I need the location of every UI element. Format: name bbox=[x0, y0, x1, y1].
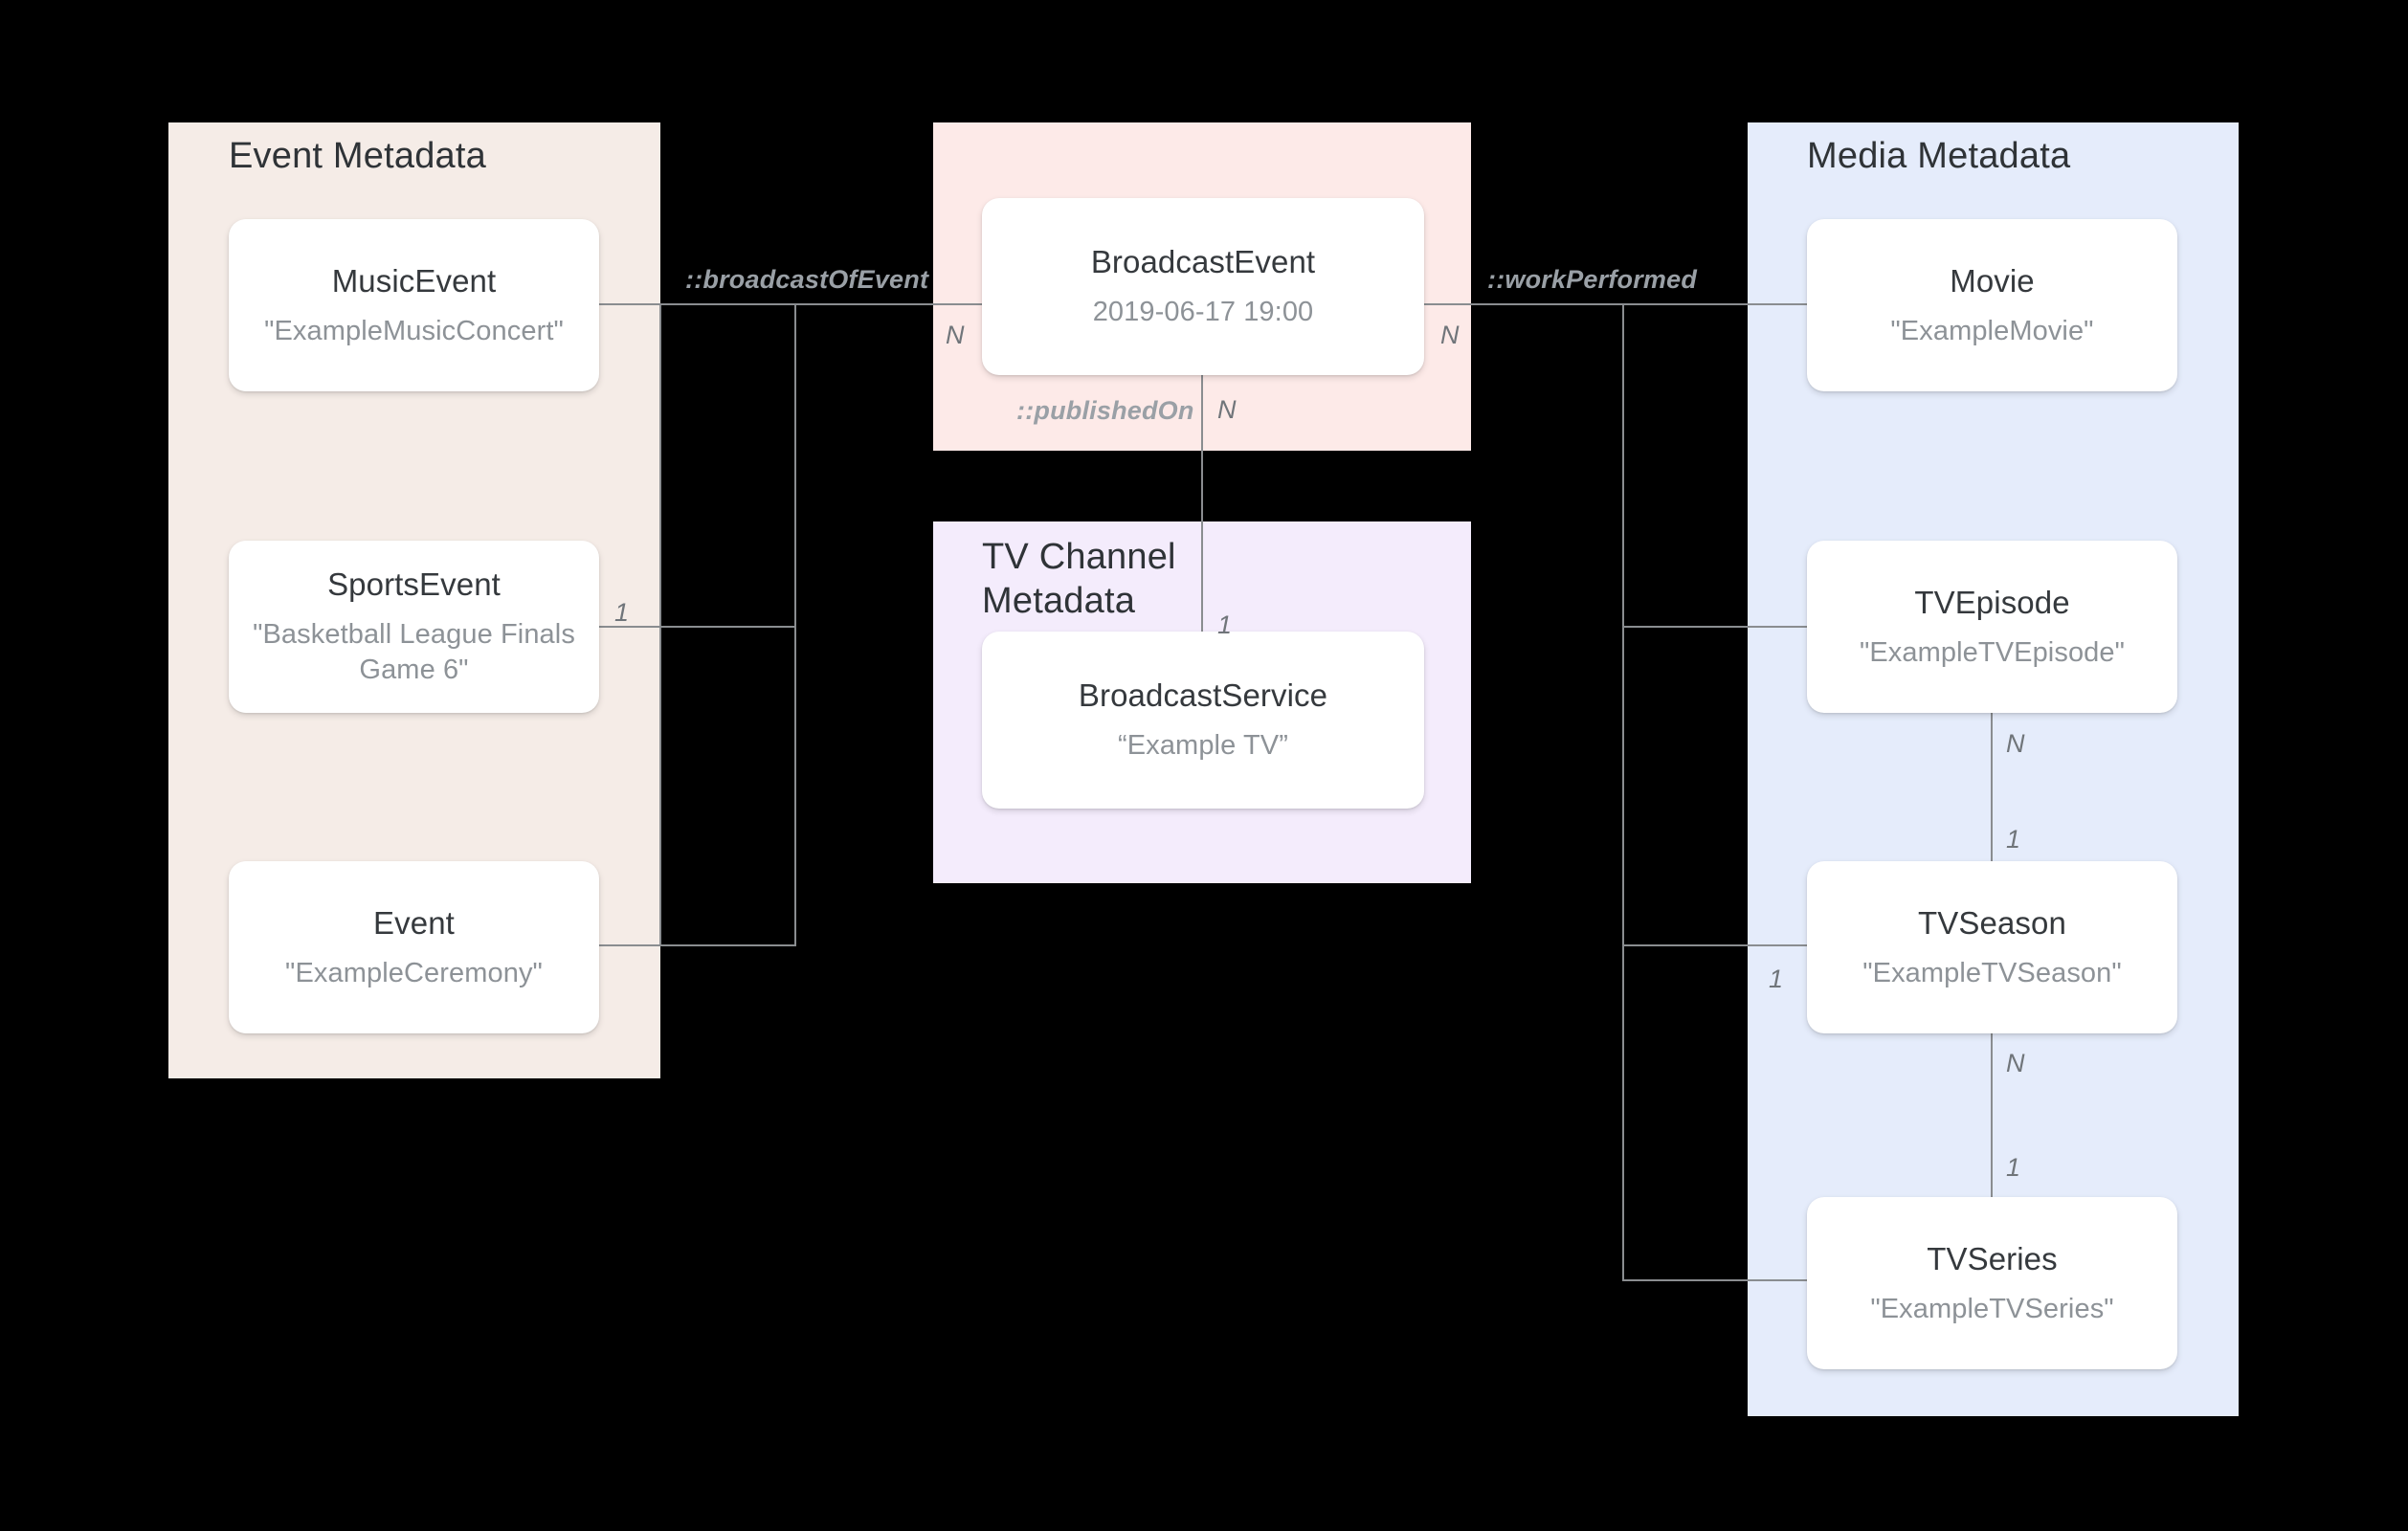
node-value-tv-season: "ExampleTVSeason" bbox=[1862, 957, 2122, 988]
cardinality-tv-season-left-1: 1 bbox=[1769, 965, 1784, 993]
connector-tv-season-horizontal bbox=[1622, 944, 1808, 946]
node-sports-event[interactable]: SportsEvent "Basketball League Finals Ga… bbox=[229, 541, 599, 713]
cardinality-sports-event-1: 1 bbox=[614, 598, 630, 627]
node-tv-episode[interactable]: TVEpisode "ExampleTVEpisode" bbox=[1807, 541, 2177, 713]
connector-music-event-horizontal bbox=[599, 303, 796, 305]
connector-broadcast-to-right-bus bbox=[1424, 303, 1623, 305]
node-music-event[interactable]: MusicEvent "ExampleMusicConcert" bbox=[229, 219, 599, 391]
connector-sports-event-horizontal bbox=[599, 626, 796, 628]
node-value-broadcast-event: 2019-06-17 19:00 bbox=[1092, 297, 1314, 327]
connector-published-on-vertical bbox=[1201, 375, 1203, 632]
node-event[interactable]: Event "ExampleCeremony" bbox=[229, 861, 599, 1033]
panel-title-media-metadata: Media Metadata bbox=[1807, 136, 2071, 176]
node-value-event: "ExampleCeremony" bbox=[285, 957, 543, 988]
node-title-tv-episode: TVEpisode bbox=[1914, 584, 2070, 620]
node-movie[interactable]: Movie "ExampleMovie" bbox=[1807, 219, 2177, 391]
node-value-music-event: "ExampleMusicConcert" bbox=[264, 315, 564, 346]
node-value-tv-episode: "ExampleTVEpisode" bbox=[1859, 636, 2126, 668]
node-tv-season[interactable]: TVSeason "ExampleTVSeason" bbox=[1807, 861, 2177, 1033]
node-broadcast-service[interactable]: BroadcastService “Example TV” bbox=[982, 632, 1424, 809]
node-value-tv-series: "ExampleTVSeries" bbox=[1870, 1293, 2114, 1324]
node-title-broadcast-event: BroadcastEvent bbox=[1090, 244, 1316, 279]
connector-right-bus-vertical bbox=[1622, 304, 1624, 1281]
cardinality-broadcast-right-n: N bbox=[1440, 321, 1460, 349]
node-title-movie: Movie bbox=[1950, 262, 2035, 299]
node-title-event: Event bbox=[373, 904, 455, 941]
connector-season-to-series-vertical bbox=[1991, 1033, 1993, 1197]
connector-movie-horizontal bbox=[1622, 303, 1808, 305]
relationship-label-broadcast-of-event: ::broadcastOfEvent bbox=[685, 265, 929, 294]
node-value-broadcast-service: “Example TV” bbox=[1118, 730, 1288, 761]
connector-left-bus-vertical bbox=[659, 304, 661, 945]
connector-episode-to-season-vertical bbox=[1991, 713, 1993, 861]
relationship-label-work-performed: ::workPerformed bbox=[1487, 265, 1698, 294]
connector-tv-series-horizontal bbox=[1622, 1279, 1808, 1281]
relationship-label-published-on: ::publishedOn bbox=[1016, 396, 1194, 425]
panel-title-tv-channel-metadata: TV Channel Metadata bbox=[982, 537, 1176, 621]
node-title-music-event: MusicEvent bbox=[331, 262, 497, 299]
cardinality-tv-episode-n: N bbox=[2006, 729, 2025, 758]
node-title-tv-season: TVSeason bbox=[1918, 904, 2066, 941]
connector-left-bus-to-broadcast bbox=[795, 303, 983, 305]
node-value-sports-event: "Basketball League Finals Game 6" bbox=[253, 619, 575, 685]
panel-title-event-metadata: Event Metadata bbox=[229, 136, 486, 176]
node-title-sports-event: SportsEvent bbox=[327, 566, 501, 602]
cardinality-tv-episode-1: 1 bbox=[2006, 825, 2021, 854]
node-tv-series[interactable]: TVSeries "ExampleTVSeries" bbox=[1807, 1197, 2177, 1369]
connector-tv-episode-horizontal bbox=[1622, 626, 1808, 628]
node-title-tv-series: TVSeries bbox=[1927, 1240, 2058, 1276]
cardinality-broadcast-left-n: N bbox=[946, 321, 965, 349]
connector-mid-bus-vertical bbox=[794, 304, 796, 945]
node-title-broadcast-service: BroadcastService bbox=[1078, 677, 1328, 713]
node-broadcast-event[interactable]: BroadcastEvent 2019-06-17 19:00 bbox=[982, 198, 1424, 375]
cardinality-tv-season-n: N bbox=[2006, 1049, 2025, 1077]
node-value-movie: "ExampleMovie" bbox=[1890, 315, 2094, 346]
cardinality-published-on-n: N bbox=[1217, 395, 1237, 424]
cardinality-tv-season-1: 1 bbox=[2006, 1153, 2021, 1182]
cardinality-published-on-1: 1 bbox=[1217, 610, 1233, 639]
connector-event-horizontal bbox=[599, 944, 796, 946]
